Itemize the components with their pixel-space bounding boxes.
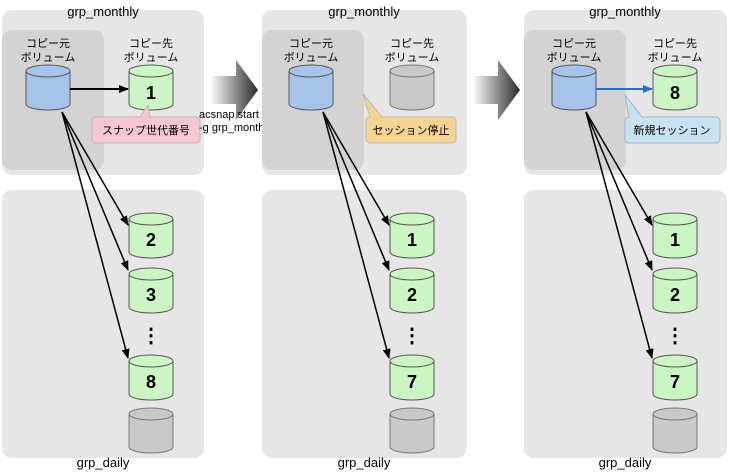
grp-daily-box <box>262 190 467 458</box>
daily-generation-number: 1 <box>670 230 680 250</box>
daily-generation-number: 2 <box>146 230 156 250</box>
ellipsis: ⋮ <box>141 325 161 347</box>
daily-generation-number: 2 <box>407 285 417 305</box>
daily-generation-number: 8 <box>146 372 156 392</box>
daily-volume-cylinder: 2 <box>389 267 435 314</box>
ellipsis: ⋮ <box>402 325 422 347</box>
target-label: コピー先 <box>129 37 173 50</box>
source-label: ボリューム <box>547 51 602 64</box>
source-volume-cylinder <box>288 64 334 111</box>
panel-2: grp_monthly grp_daily コピー元 ボリューム コピー先 ボリ… <box>262 4 467 470</box>
target-label: コピー先 <box>390 37 434 50</box>
daily-volume-cylinder: 2 <box>652 267 698 314</box>
ellipsis: ⋮ <box>665 325 685 347</box>
source-label: ボリューム <box>284 51 339 64</box>
daily-group-label: grp_daily <box>338 455 391 470</box>
monthly-group-label: grp_monthly <box>589 4 661 19</box>
snap-generation-callout: スナップ世代番号 <box>91 103 201 144</box>
source-volume-cylinder <box>551 64 597 111</box>
command-line-1: acsnap start <box>199 109 259 121</box>
transition-arrow <box>210 60 258 120</box>
target-label: ボリューム <box>385 51 440 64</box>
target-label: ボリューム <box>124 51 179 64</box>
target-volume-cylinder: 8 <box>652 64 698 111</box>
session-stop-callout: セッション停止 <box>362 93 457 144</box>
inactive-volume-cylinder <box>389 407 435 454</box>
daily-generation-number: 3 <box>146 285 156 305</box>
daily-volume-cylinder: 7 <box>389 354 435 401</box>
new-session-callout: 新規セッション <box>624 94 721 144</box>
panel-3: grp_monthly grp_daily コピー元 ボリューム コピー先 ボリ… <box>524 4 727 470</box>
source-volume-cylinder <box>25 64 71 111</box>
transition-arrow <box>472 60 520 120</box>
callout-text: スナップ世代番号 <box>102 124 190 137</box>
target-label: コピー先 <box>653 37 697 50</box>
inactive-volume-cylinder <box>128 407 174 454</box>
generation-number: 8 <box>670 83 680 103</box>
daily-generation-number: 7 <box>670 372 680 392</box>
daily-arrows <box>61 111 130 359</box>
inactive-volume-cylinder <box>652 407 698 454</box>
daily-volume-cylinder: 1 <box>652 212 698 259</box>
stopped-target-volume-cylinder <box>389 64 435 111</box>
daily-generation-number: 1 <box>407 230 417 250</box>
daily-volume-cylinder: 2 <box>128 212 174 259</box>
target-label: ボリューム <box>648 51 703 64</box>
source-label: コピー元 <box>552 37 596 50</box>
callout-text: 新規セッション <box>634 123 711 137</box>
daily-generation-number: 2 <box>670 285 680 305</box>
source-label: コピー元 <box>26 37 70 50</box>
daily-group-label: grp_daily <box>77 455 130 470</box>
daily-volume-cylinder: 8 <box>128 354 174 401</box>
monthly-group-label: grp_monthly <box>67 4 139 19</box>
panel-1: grp_monthly grp_daily コピー元 ボリューム コピー先 ボリ… <box>2 4 204 470</box>
source-label: コピー元 <box>289 37 333 50</box>
command-line-2: -g grp_monthly <box>199 122 273 134</box>
callout-text: セッション停止 <box>373 123 450 137</box>
target-volume-cylinder: 1 <box>128 64 174 111</box>
monthly-group-label: grp_monthly <box>328 4 400 19</box>
daily-group-label: grp_daily <box>599 455 652 470</box>
daily-volume-cylinder: 1 <box>389 212 435 259</box>
grp-daily-box <box>2 190 204 458</box>
daily-volume-cylinder: 3 <box>128 267 174 314</box>
daily-arrows <box>585 111 654 359</box>
source-label: ボリューム <box>21 51 76 64</box>
daily-volume-cylinder: 7 <box>652 354 698 401</box>
daily-arrows <box>322 111 391 359</box>
generation-number: 1 <box>146 83 156 103</box>
daily-generation-number: 7 <box>407 372 417 392</box>
